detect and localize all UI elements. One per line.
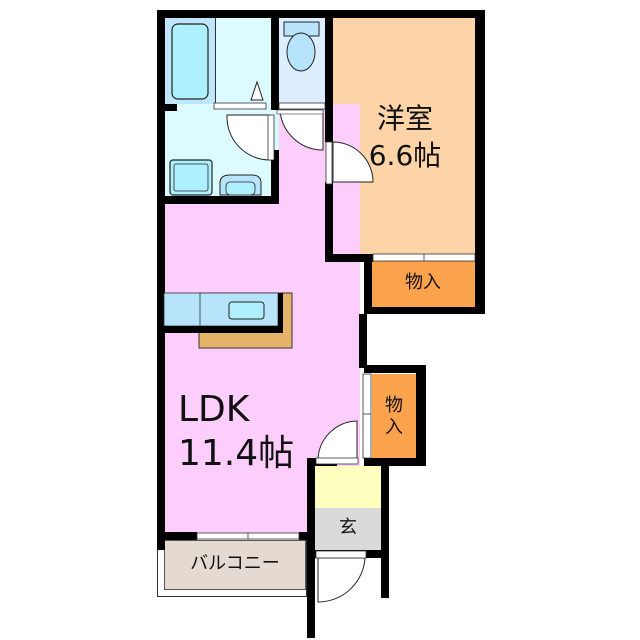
wall (299, 532, 315, 540)
western-room-size: 6.6帖 (368, 139, 442, 172)
balcony (164, 540, 306, 590)
entrance (315, 508, 381, 550)
closet-upper-label: 物入 (405, 272, 441, 293)
toilet-bowl-icon (286, 32, 316, 72)
wall (364, 307, 485, 314)
wall (157, 104, 177, 111)
wall (381, 458, 389, 598)
wall (364, 458, 426, 466)
closet-side (372, 374, 416, 460)
closet-upper (371, 261, 475, 307)
wall (271, 10, 279, 110)
front-door-icon (317, 557, 366, 603)
entrance-label: 玄 (339, 517, 357, 538)
kitchen-sink-icon (228, 301, 265, 320)
faucet-icon (250, 80, 264, 101)
wall (364, 254, 372, 314)
balcony-label: バルコニー (190, 553, 280, 574)
entrance-inner-door-icon (317, 420, 358, 461)
closet-side-label-1: 物 (385, 395, 403, 416)
wall (157, 532, 197, 540)
wall (416, 365, 426, 465)
wall (157, 196, 279, 204)
wall (157, 10, 485, 18)
ldk-size: 11.4帖 (178, 433, 295, 474)
wall (325, 182, 333, 262)
toilet-door-icon (279, 109, 324, 151)
wall (364, 365, 426, 373)
washing-machine-icon (169, 159, 213, 196)
washroom-door-icon (226, 114, 271, 161)
wall (475, 10, 485, 314)
wall (325, 10, 333, 142)
bathtub-icon (171, 23, 209, 100)
closet-side-label-2: 入 (385, 417, 403, 438)
wall (325, 254, 373, 262)
western-room-door-icon (332, 141, 374, 183)
wall (157, 10, 165, 550)
western-room-name: 洋室 (376, 102, 433, 135)
wall (359, 314, 367, 368)
entrance-step (315, 466, 381, 508)
wall (307, 458, 315, 638)
ldk-name: LDK (178, 389, 250, 430)
wall (271, 150, 279, 204)
